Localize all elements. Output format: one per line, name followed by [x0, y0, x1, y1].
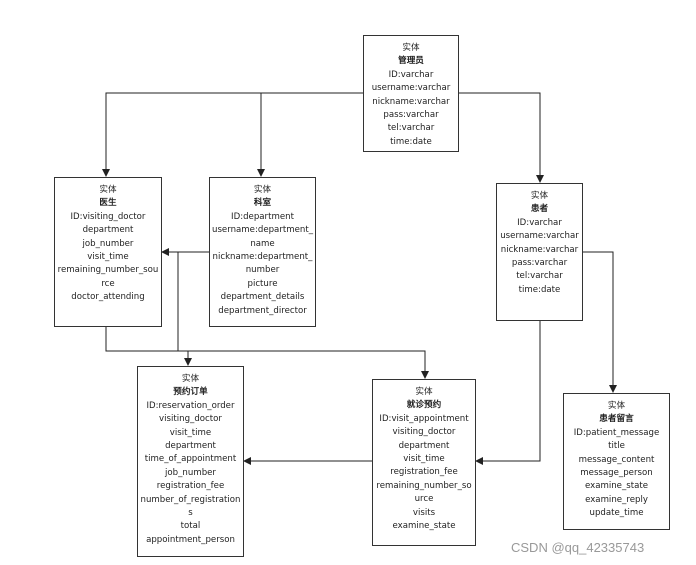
- entity-field: registration_fee: [156, 481, 225, 492]
- entity-field: message_person: [580, 468, 653, 479]
- entity-name: 预约订单: [173, 387, 208, 398]
- edge-doctor-bus: [105, 326, 429, 379]
- edge-patient-visit: [475, 320, 541, 465]
- entity-label: 实体: [530, 191, 549, 201]
- entity-name: 患者: [530, 204, 549, 215]
- entity-field: department: [398, 440, 450, 451]
- entity-admin: 实体管理员 ID:varchar username:varchar nickname:…: [363, 35, 459, 152]
- edge-patient-message: [582, 251, 617, 393]
- entity-field: pass:varchar: [511, 258, 568, 269]
- entity-field: department_details: [220, 292, 305, 303]
- entity-name: 管理员: [398, 56, 424, 67]
- entity-field: appointment_person: [146, 534, 235, 545]
- entity-reservation: 实体预约订单 ID:reservation_order visiting_docto…: [137, 366, 244, 557]
- edge-admin-doctor: [102, 92, 363, 177]
- watermark: CSDN @qq_42335743: [511, 540, 645, 555]
- entity-name: 患者留言: [599, 414, 634, 425]
- entity-field: tel:varchar: [387, 123, 435, 134]
- entity-name: 医生: [99, 198, 117, 209]
- entity-label: 实体: [181, 374, 200, 384]
- edge-admin-patient: [458, 92, 544, 183]
- entity-visit: 实体就诊预约 ID:visit_appointment visiting_docto…: [372, 379, 476, 546]
- entity-field: visits: [412, 507, 436, 518]
- entity-field: visit_time: [169, 427, 212, 438]
- entity-field: tel:varchar: [516, 271, 563, 282]
- entity-field: message_content: [578, 454, 655, 465]
- entity-field: pass:varchar: [383, 110, 439, 121]
- entity-field: doctor_attending: [71, 292, 145, 303]
- entity-label: 实体: [415, 387, 433, 397]
- entity-field: visit_time: [87, 252, 129, 263]
- entity-field: picture: [247, 278, 278, 289]
- entity-field: department_director: [218, 305, 307, 316]
- entity-field: update_time: [589, 508, 644, 519]
- entity-field: ID:varchar: [388, 69, 434, 80]
- entity-field: title: [608, 441, 625, 452]
- entity-label: 实体: [402, 43, 420, 53]
- entity-field: time:date: [518, 284, 561, 295]
- entity-field: visit_time: [403, 454, 445, 465]
- entity-label: 实体: [607, 401, 626, 411]
- entity-field: username:department_name: [212, 225, 313, 249]
- entity-field: nickname:department_number: [212, 252, 313, 276]
- entity-field: ID:department: [231, 211, 294, 222]
- entity-field: department: [165, 441, 216, 452]
- entity-label: 实体: [253, 185, 272, 195]
- entity-name: 科室: [253, 198, 272, 209]
- entity-field: examine_state: [584, 481, 649, 492]
- entity-field: number_of_registrations: [140, 494, 241, 519]
- entity-field: ID:varchar: [517, 217, 562, 228]
- entity-field: examine_state: [392, 521, 456, 532]
- entity-field: department: [82, 225, 134, 236]
- entity-label: 实体: [99, 185, 117, 195]
- entity-field: time_of_appointment: [144, 454, 237, 465]
- entity-field: ID:patient_message: [573, 427, 660, 438]
- entity-department: 实体科室 ID:department username:department_nam…: [209, 177, 316, 327]
- entity-field: registration_fee: [390, 467, 458, 478]
- entity-field: total: [180, 521, 201, 532]
- entity-field: ID:visiting_doctor: [70, 211, 146, 222]
- entity-field: ID:reservation_order: [146, 400, 235, 411]
- entity-field: ID:visit_appointment: [379, 413, 469, 424]
- entity-name: 就诊预约: [406, 400, 442, 411]
- entity-field: time:date: [390, 136, 432, 147]
- entity-field: visiting_doctor: [392, 427, 456, 438]
- entity-field: username:varchar: [500, 231, 579, 242]
- entity-field: examine_reply: [585, 494, 648, 505]
- entity-patient: 实体患者 ID:varchar username:varchar nickname:v…: [496, 183, 583, 321]
- entity-field: username:varchar: [371, 83, 451, 94]
- entity-field: job_number: [82, 238, 134, 249]
- entity-field: remaining_number_source: [57, 265, 159, 289]
- entity-field: remaining_number_source: [376, 480, 472, 505]
- entity-field: visiting_doctor: [159, 414, 222, 425]
- entity-field: nickname:varchar: [500, 244, 579, 255]
- entity-field: job_number: [165, 467, 216, 478]
- entity-field: nickname:varchar: [372, 96, 450, 107]
- entity-doctor: 实体医生 ID:visiting_doctor department job_numb…: [54, 177, 162, 327]
